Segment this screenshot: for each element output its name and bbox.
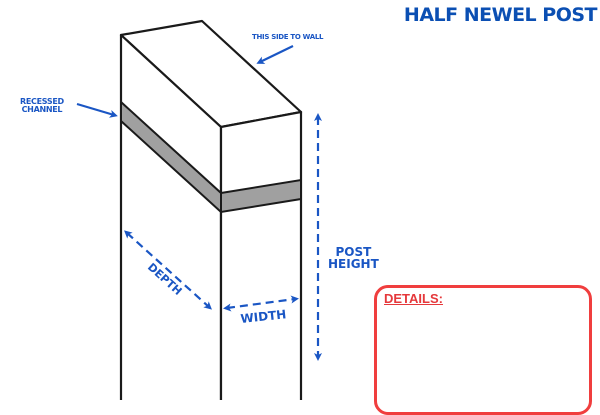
recessed-channel xyxy=(120,99,302,215)
details-heading: DETAILS: xyxy=(384,291,443,306)
height-label-line1: POST xyxy=(335,245,372,259)
post-front-face xyxy=(219,110,303,400)
recessed-channel-label: RECESSED CHANNEL xyxy=(20,98,64,114)
page-title: HALF NEWEL POST xyxy=(403,4,598,26)
width-dimension-arrow xyxy=(223,295,299,312)
depth-dimension-arrow xyxy=(124,230,212,310)
channel-label-line1: RECESSED xyxy=(20,97,64,106)
post-shape xyxy=(119,19,303,400)
channel-arrow xyxy=(76,102,118,118)
details-box[interactable]: DETAILS: xyxy=(374,285,592,415)
wall-side-arrow xyxy=(256,45,294,64)
width-label: WIDTH xyxy=(240,307,287,326)
height-label-line2: HEIGHT xyxy=(328,257,379,271)
newel-post-diagram: DEPTH WIDTH xyxy=(76,19,322,400)
wall-side-label: THIS SIDE TO WALL xyxy=(252,33,324,41)
channel-label-line2: CHANNEL xyxy=(21,105,63,114)
post-height-label: POST HEIGHT xyxy=(328,246,379,270)
